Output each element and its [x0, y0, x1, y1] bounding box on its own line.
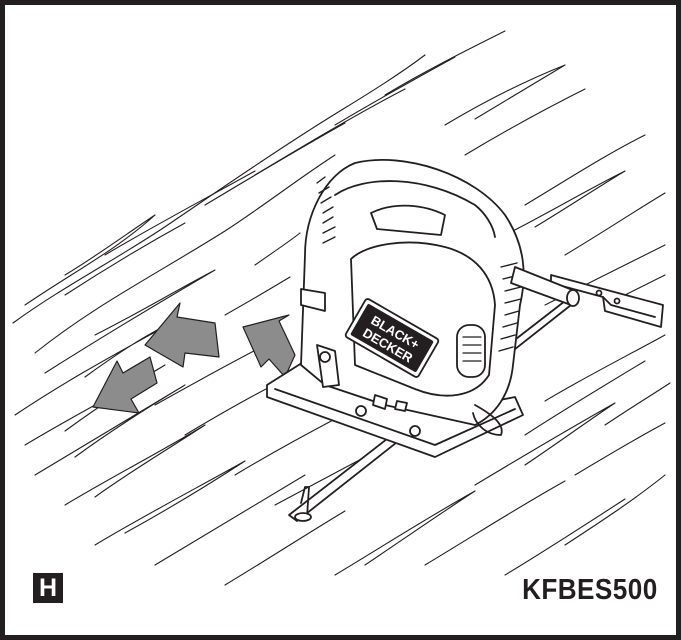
- oval-vent: [456, 324, 486, 378]
- wood-grain-texture: [12, 30, 671, 586]
- arrow-left-upper: [144, 302, 220, 368]
- model-code-label: KFBES500: [522, 574, 658, 606]
- vent-ribs-right: [498, 262, 522, 352]
- figure-label-badge: H: [33, 573, 63, 603]
- vent-ribs-left: [316, 176, 336, 244]
- blower-direction-arrows-icon: [92, 302, 296, 414]
- arrow-left-lower: [92, 356, 158, 414]
- arrow-right: [242, 314, 296, 378]
- jigsaw-illustration: BLACK+ DECKER: [12, 30, 671, 586]
- jigsaw-tool-icon: [266, 159, 664, 522]
